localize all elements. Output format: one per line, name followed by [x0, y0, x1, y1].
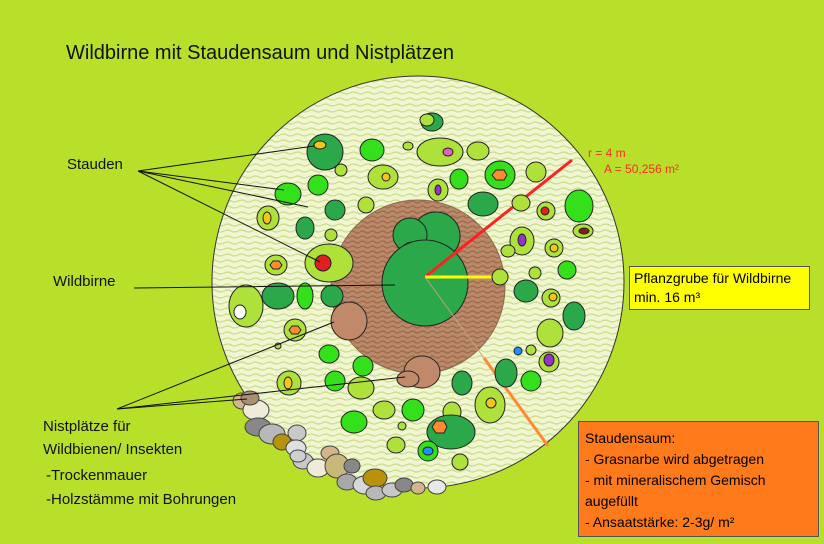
trockenmauer-stones — [232, 390, 447, 501]
area-label: A = 50,256 m² — [604, 162, 680, 176]
staudensaum-line1: - Grasnarbe wird abgetragen — [585, 451, 764, 467]
stauden-plants — [228, 112, 594, 471]
staudensaum-heading: Staudensaum: — [585, 430, 676, 446]
nist-label-line2: Wildbienen/ Insekten — [43, 441, 183, 458]
pflanzgrube-box: Pflanzgrube für Wildbirne min. 16 m³ — [629, 266, 810, 310]
holzstamm-nistplaetze — [330, 301, 441, 389]
page-title: Wildbirne mit Staudensaum und Nistplätze… — [66, 42, 454, 64]
pflanzgrube-line2: min. 16 m³ — [634, 289, 701, 305]
pflanzgrube-line1: Pflanzgrube für Wildbirne — [634, 270, 792, 286]
stauden-label: Stauden — [67, 156, 123, 173]
leader-lines — [116, 145, 406, 410]
staudensaum-line4: - Ansaatstärke: 2-3g/ m² — [585, 514, 735, 530]
radius-label: r = 4 m — [588, 146, 626, 160]
staudensaum-line2: - mit mineralischem Gemisch — [585, 472, 766, 488]
radius-line — [424, 158, 573, 279]
staudensaum-box: Staudensaum: - Grasnarbe wird abgetragen… — [578, 421, 819, 537]
nist-label-line1: Nistplätze für — [43, 418, 131, 435]
nist-label-trockenmauer: -Trockenmauer — [46, 467, 148, 484]
nist-label-holzstaemme: -Holzstämme mit Bohrungen — [46, 491, 237, 508]
staudensaum-line3: augefüllt — [585, 493, 638, 509]
wildbirne-label: Wildbirne — [53, 273, 116, 290]
wildbirne-tree — [381, 211, 469, 327]
